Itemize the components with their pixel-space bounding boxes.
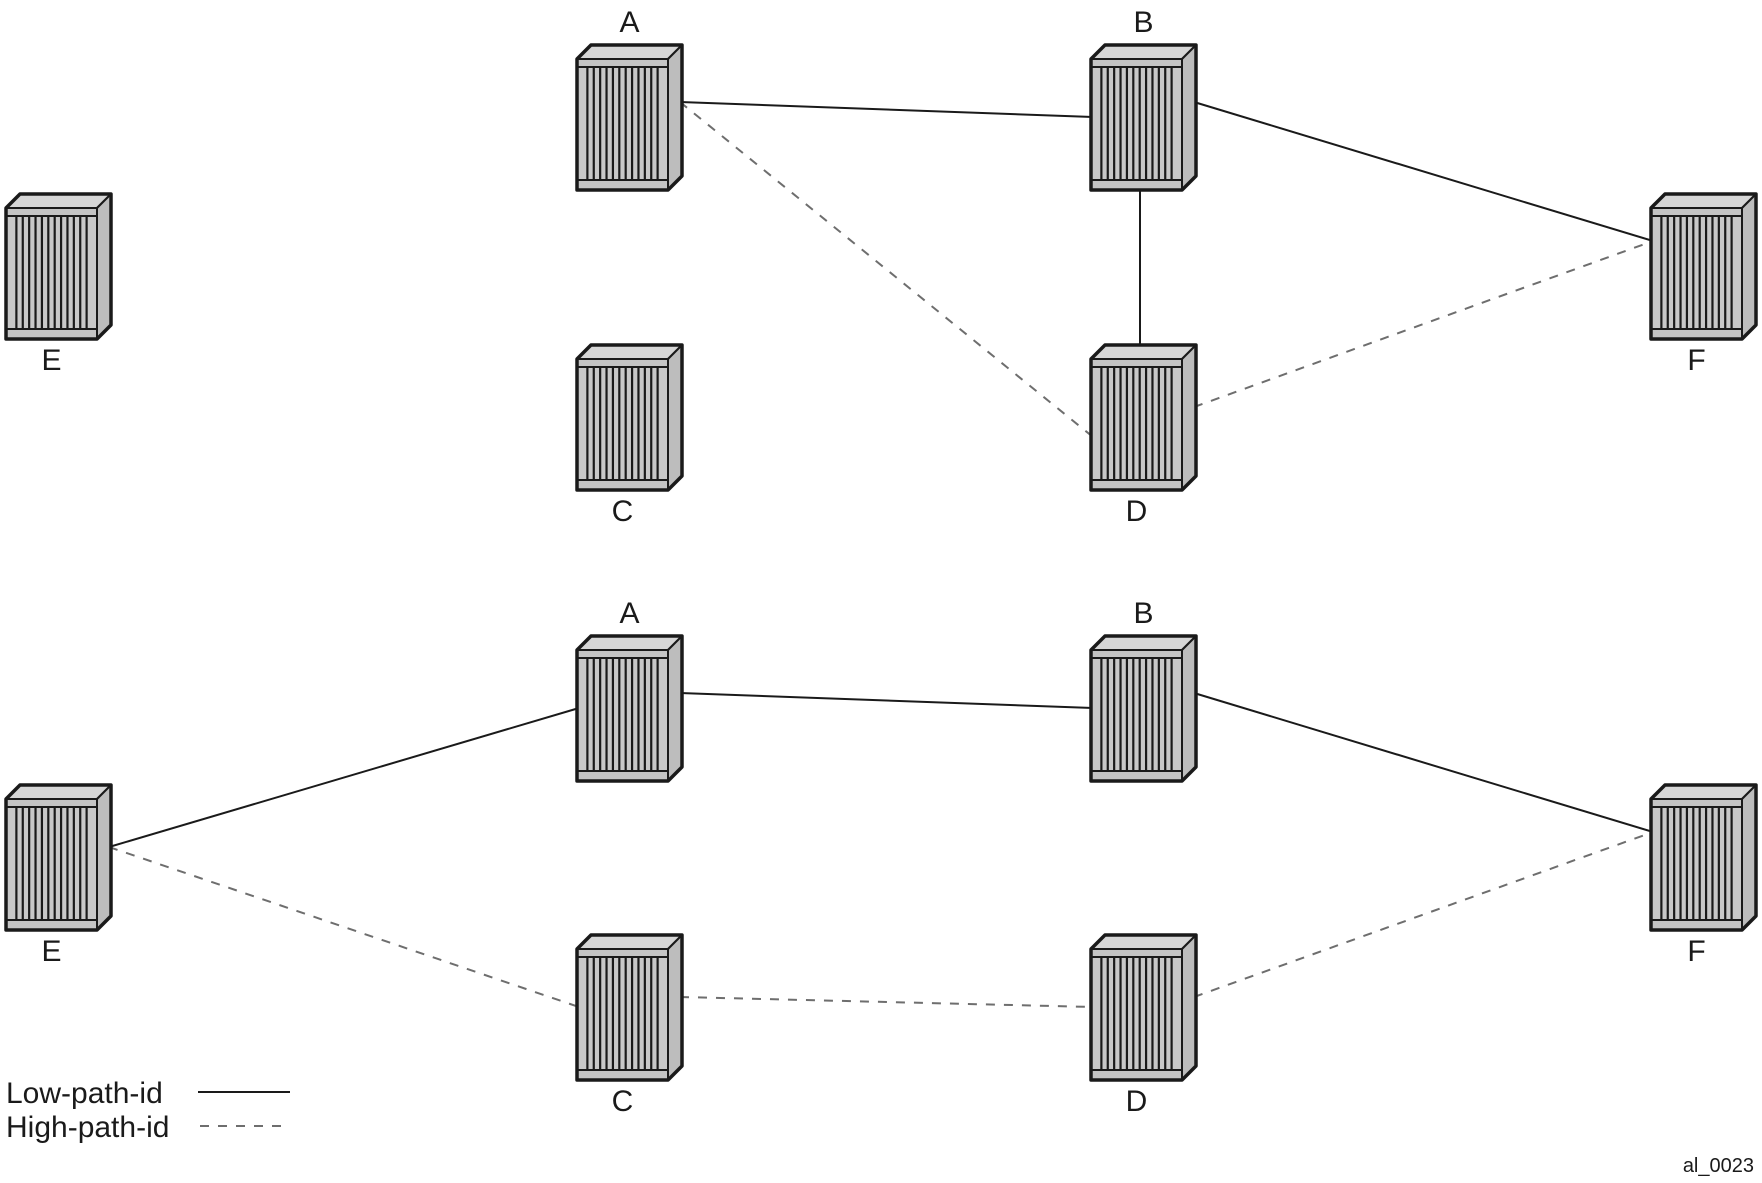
router-top-C: C bbox=[575, 343, 684, 528]
link-bottom-B-F-low-path bbox=[1193, 692, 1654, 833]
router-top-F: F bbox=[1649, 192, 1758, 377]
router-bottom-D: D bbox=[1089, 933, 1198, 1118]
link-bottom-E-C-high-path bbox=[108, 846, 580, 1008]
link-top-A-B-low-path bbox=[679, 101, 1094, 118]
router-bottom-A: A bbox=[575, 597, 684, 783]
link-top-A-D-high-path bbox=[679, 101, 1094, 438]
router-chassis-icon bbox=[1089, 43, 1198, 192]
link-bottom-E-A-low-path bbox=[108, 707, 580, 848]
router-chassis-icon bbox=[575, 43, 684, 192]
router-chassis-icon bbox=[1089, 343, 1198, 492]
router-top-B: B bbox=[1089, 6, 1198, 192]
router-bottom-E: E bbox=[4, 783, 113, 968]
router-top-A: A bbox=[575, 6, 684, 192]
legend: Low-path-id High-path-id bbox=[6, 1077, 290, 1144]
legend-high-label: High-path-id bbox=[6, 1111, 169, 1144]
router-chassis-icon bbox=[575, 343, 684, 492]
router-chassis-icon bbox=[575, 933, 684, 1082]
link-top-B-F-low-path bbox=[1193, 101, 1654, 242]
link-bottom-D-F-high-path bbox=[1193, 831, 1654, 998]
router-label-bottom-C: C bbox=[612, 1085, 634, 1118]
router-chassis-icon bbox=[1089, 634, 1198, 783]
router-bottom-B: B bbox=[1089, 597, 1198, 783]
router-chassis-icon bbox=[1649, 192, 1758, 341]
router-chassis-icon bbox=[4, 783, 113, 932]
router-chassis-icon bbox=[4, 192, 113, 341]
link-bottom-A-B-low-path bbox=[679, 692, 1094, 709]
router-chassis-icon bbox=[575, 634, 684, 783]
router-label-top-B: B bbox=[1133, 6, 1153, 39]
link-bottom-C-D-high-path bbox=[679, 996, 1094, 1008]
legend-low-label: Low-path-id bbox=[6, 1077, 163, 1110]
router-label-bottom-A: A bbox=[619, 597, 639, 630]
router-label-bottom-B: B bbox=[1133, 597, 1153, 630]
router-bottom-C: C bbox=[575, 933, 684, 1118]
router-top-D: D bbox=[1089, 343, 1198, 528]
router-label-top-F: F bbox=[1687, 344, 1705, 377]
router-label-top-D: D bbox=[1126, 495, 1148, 528]
figure-id: al_0023 bbox=[1683, 1155, 1754, 1177]
router-chassis-icon bbox=[1089, 933, 1198, 1082]
router-label-bottom-D: D bbox=[1126, 1085, 1148, 1118]
router-label-top-C: C bbox=[612, 495, 634, 528]
links-layer bbox=[108, 101, 1654, 1008]
link-top-D-F-high-path bbox=[1193, 240, 1654, 408]
router-chassis-icon bbox=[1649, 783, 1758, 932]
nodes-layer: A B C D E F A B C D E F bbox=[4, 6, 1758, 1118]
router-top-E: E bbox=[4, 192, 113, 377]
router-bottom-F: F bbox=[1649, 783, 1758, 968]
router-label-top-A: A bbox=[619, 6, 639, 39]
router-label-bottom-E: E bbox=[41, 935, 61, 968]
router-label-bottom-F: F bbox=[1687, 935, 1705, 968]
router-label-top-E: E bbox=[41, 344, 61, 377]
